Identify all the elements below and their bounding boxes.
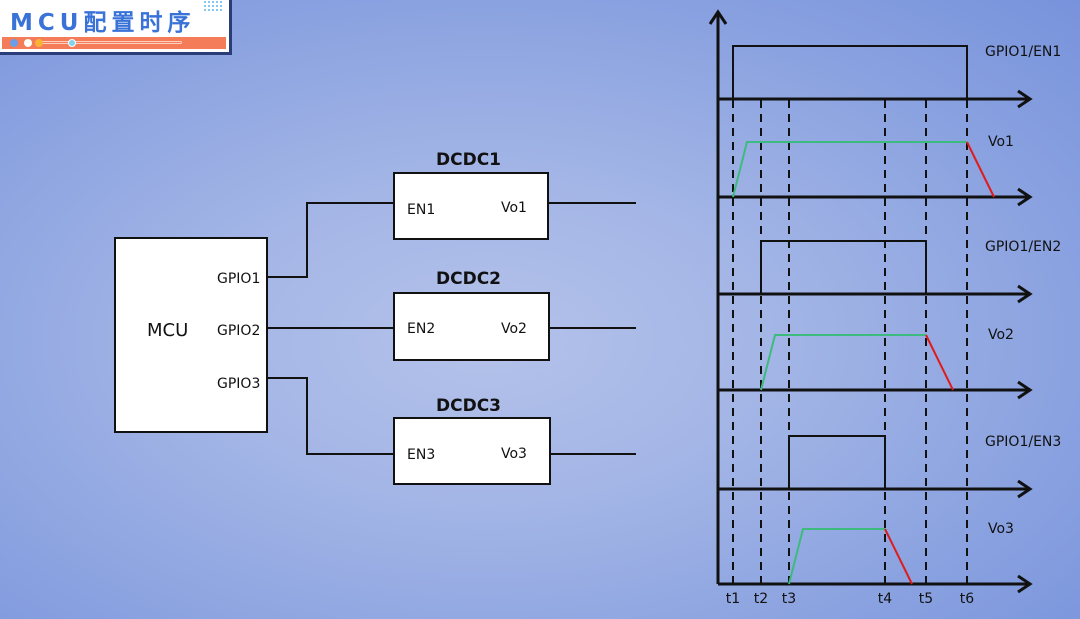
output-rise-2	[760, 334, 926, 391]
dcdc1-output-label: Vo1	[501, 200, 527, 216]
signal-label: Vo3	[988, 521, 1014, 537]
title-badge: MCU配置时序	[0, 0, 232, 55]
progress-bar-decoration	[2, 37, 226, 49]
timing-waveforms	[732, 45, 995, 585]
dcdc1-input-label: EN1	[407, 202, 435, 218]
mcu-pin-gpio2: GPIO2	[217, 323, 260, 339]
dcdc3-title: DCDC3	[436, 396, 501, 416]
vertical-axis-arrow-icon	[708, 9, 728, 25]
time-label-t3: t3	[782, 591, 796, 607]
enable-pulse-1	[732, 45, 968, 99]
dcdc1-block	[393, 172, 549, 240]
time-label-t5: t5	[919, 591, 933, 607]
output-fall-1	[966, 141, 995, 198]
signal-label: GPIO1/EN3	[985, 434, 1061, 450]
dcdc3-block	[393, 417, 551, 485]
time-axis-arrow-icon	[1017, 479, 1033, 499]
dcdc2-title: DCDC2	[436, 269, 501, 289]
dot-blue-icon	[10, 39, 18, 47]
output-rise-3	[788, 528, 885, 585]
signal-label: Vo2	[988, 327, 1014, 343]
signal-label: Vo1	[988, 134, 1014, 150]
slide-title: MCU配置时序	[10, 10, 196, 36]
enable-pulse-3	[788, 435, 886, 489]
timing-labels: t1 t2 t3 t4 t5 t6 GPIO1/EN1Vo1GPIO1/EN2Vo2GPIO…	[726, 44, 1062, 607]
signal-label: GPIO1/EN2	[985, 239, 1061, 255]
time-axis-arrow-icon	[1017, 284, 1033, 304]
dot-yellow-icon	[35, 39, 43, 47]
mcu-block	[114, 237, 268, 433]
wire-gpio1-en1	[267, 202, 394, 278]
enable-pulse-2	[760, 240, 927, 294]
mcu-pin-gpio1: GPIO1	[217, 271, 260, 287]
timing-guide-lines	[732, 100, 968, 584]
time-axis-arrow-icon	[1017, 89, 1033, 109]
timing-axes	[708, 9, 1033, 594]
mcu-pin-gpio3: GPIO3	[217, 376, 260, 392]
time-label-t1: t1	[726, 591, 740, 607]
time-label-t4: t4	[878, 591, 892, 607]
dcdc3-input-label: EN3	[407, 447, 435, 463]
time-label-t6: t6	[960, 591, 974, 607]
time-label-t2: t2	[754, 591, 768, 607]
dcdc3-output-label: Vo3	[501, 446, 527, 462]
dot-grid-decoration	[203, 0, 223, 12]
wire-gpio3-en3	[267, 377, 394, 455]
dcdc2-input-label: EN2	[407, 321, 435, 337]
output-rise-1	[732, 141, 967, 198]
output-fall-3	[884, 528, 913, 585]
dcdc2-output-label: Vo2	[501, 321, 527, 337]
mcu-label: MCU	[147, 320, 188, 341]
signal-label: GPIO1/EN1	[985, 44, 1061, 60]
output-fall-2	[925, 334, 954, 391]
time-axis-arrow-icon	[1017, 574, 1033, 594]
dcdc2-block	[393, 292, 550, 361]
time-axis-arrow-icon	[1017, 187, 1033, 207]
dcdc1-title: DCDC1	[436, 150, 501, 170]
dot-white-icon	[24, 39, 32, 47]
time-axis-arrow-icon	[1017, 380, 1033, 400]
dot-cyan-icon	[68, 39, 76, 47]
